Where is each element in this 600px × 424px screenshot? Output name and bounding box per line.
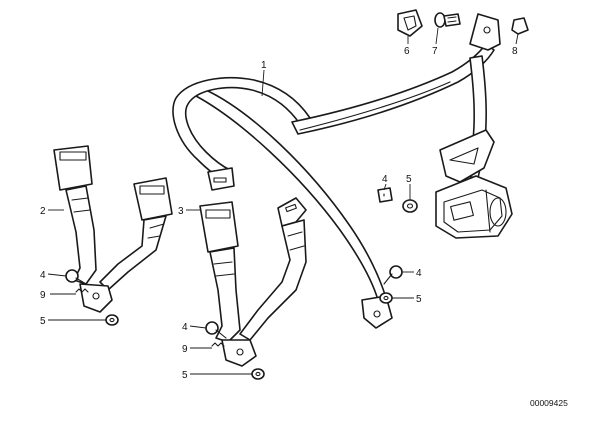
right-washer-icon xyxy=(379,292,393,304)
left-buckle-1-icon xyxy=(53,145,93,191)
callout-8: 8 xyxy=(512,46,518,57)
leader-left-4 xyxy=(47,273,67,277)
center-tongue-slot xyxy=(285,203,297,213)
main-belt-anchor-hole xyxy=(373,310,381,318)
right-bolt-shaft xyxy=(383,273,393,285)
center-buckle-2-strap xyxy=(239,219,307,341)
retractor-cover-edge xyxy=(443,189,503,233)
callout-leaders xyxy=(47,27,519,375)
retractor-washer-icon xyxy=(402,199,418,213)
callout-center-5: 5 xyxy=(182,370,188,381)
center-washer-icon xyxy=(251,368,265,380)
retractor-spool-line xyxy=(485,189,491,233)
cover-cap-icon xyxy=(397,9,423,37)
callout-6: 6 xyxy=(404,46,410,57)
left-strap-2-stitch xyxy=(147,223,165,239)
left-spring-washer-icon xyxy=(75,288,89,293)
left-washer-hole xyxy=(109,317,115,323)
left-buckle-1-strap xyxy=(65,185,97,285)
guide-bracket-window xyxy=(449,147,479,165)
center-bolt-shaft xyxy=(215,329,227,339)
callout-center-9: 9 xyxy=(182,344,188,355)
leader-1 xyxy=(261,69,265,97)
center-buckle-1-button xyxy=(205,209,231,219)
left-buckle-2-icon xyxy=(133,177,173,221)
retractor-spool xyxy=(489,197,507,227)
retractor-bolt-icon xyxy=(377,187,393,203)
left-buckle-2-strap xyxy=(99,215,167,291)
strap-stitch-line xyxy=(299,81,451,131)
retractor-washer-hole xyxy=(406,203,414,209)
center-tongue-icon xyxy=(277,197,307,227)
left-washer-icon xyxy=(105,314,119,326)
retractor-label xyxy=(450,201,474,221)
left-bolt-icon xyxy=(65,269,79,283)
cover-cap-inner xyxy=(403,15,417,31)
callout-7: 7 xyxy=(432,46,438,57)
center-strap-2-stitch xyxy=(287,231,305,251)
callout-3: 3 xyxy=(178,206,184,217)
main-belt-tongue-slot xyxy=(213,177,227,183)
right-bolt-icon xyxy=(389,265,403,279)
callout-center-4: 4 xyxy=(182,322,188,333)
center-bolt-icon xyxy=(205,321,219,335)
spacer-icon xyxy=(511,17,529,35)
shoulder-bolt-icon xyxy=(443,13,461,27)
left-bolt-shaft xyxy=(75,277,87,285)
callout-right-4: 4 xyxy=(416,268,422,279)
left-buckle-2-button xyxy=(139,185,165,195)
shoulder-bolt-thread xyxy=(447,16,457,23)
center-anchor-hole xyxy=(236,348,244,356)
right-washer-hole xyxy=(383,295,389,301)
leader-8 xyxy=(515,33,519,45)
shoulder-washer-icon xyxy=(434,12,446,28)
center-buckle-assembly xyxy=(199,197,307,380)
callout-2: 2 xyxy=(40,206,46,217)
callout-left-5: 5 xyxy=(40,316,46,327)
callout-retractor-5: 5 xyxy=(406,174,412,185)
reference-number: 00009425 xyxy=(530,398,568,408)
callout-retractor-4: 4 xyxy=(382,174,388,185)
main-belt-upper-loop xyxy=(172,77,311,179)
retractor-assembly xyxy=(377,129,513,239)
center-anchor-bracket xyxy=(221,339,257,367)
left-buckle-assembly xyxy=(53,145,173,326)
leader-retractor-4 xyxy=(383,183,387,191)
left-buckle-1-button xyxy=(59,151,87,161)
callout-1: 1 xyxy=(261,60,267,71)
callout-right-5: 5 xyxy=(416,294,422,305)
leader-7 xyxy=(435,27,439,45)
main-belt-tongue xyxy=(207,167,235,191)
callout-left-9: 9 xyxy=(40,290,46,301)
left-anchor-bracket xyxy=(79,283,113,313)
center-spring-washer-icon xyxy=(211,342,225,347)
center-washer-hole xyxy=(255,371,261,377)
left-anchor-hole xyxy=(92,292,100,300)
retractor-guide-bracket xyxy=(439,129,495,183)
callout-left-4: 4 xyxy=(40,270,46,281)
center-buckle-1-icon xyxy=(199,201,239,253)
callout-labels: 1 2 3 4 9 5 4 9 5 4 5 4 5 6 7 8 xyxy=(40,46,518,381)
leader-center-4 xyxy=(189,325,207,329)
main-belt-shoulder-strap xyxy=(291,43,495,135)
shoulder-hardware xyxy=(397,9,529,37)
right-lower-hardware xyxy=(379,265,403,304)
shoulder-guide-hole xyxy=(483,26,491,34)
center-strap-1-stitch xyxy=(213,261,235,277)
left-strap-1-stitch xyxy=(71,197,91,213)
